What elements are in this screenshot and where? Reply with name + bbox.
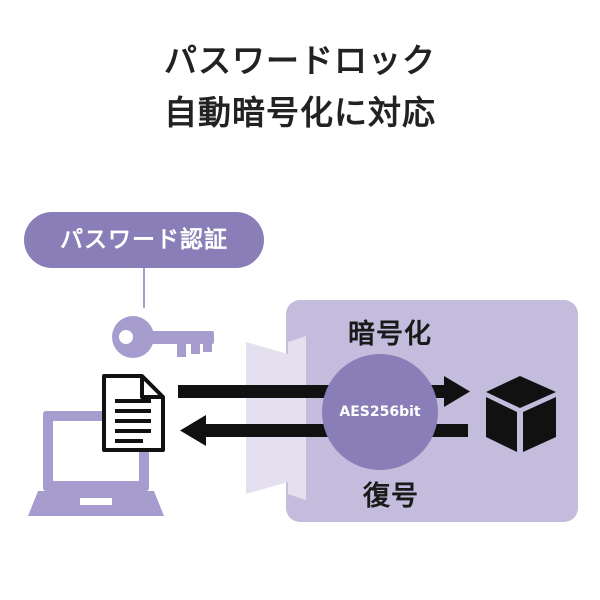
decrypt-label: 復号	[363, 481, 419, 512]
key-icon	[112, 316, 214, 358]
title-line-1: パスワードロック	[164, 41, 436, 80]
connector-line	[143, 268, 145, 308]
title-line-2: 自動暗号化に対応	[164, 93, 436, 132]
cube-icon	[486, 376, 556, 452]
gate-icon	[246, 336, 306, 500]
password-auth-badge: パスワード認証	[24, 212, 264, 268]
document-icon	[102, 374, 165, 452]
aes-algorithm-badge: AES256bit	[322, 354, 438, 470]
encrypt-label: 暗号化	[348, 319, 432, 350]
